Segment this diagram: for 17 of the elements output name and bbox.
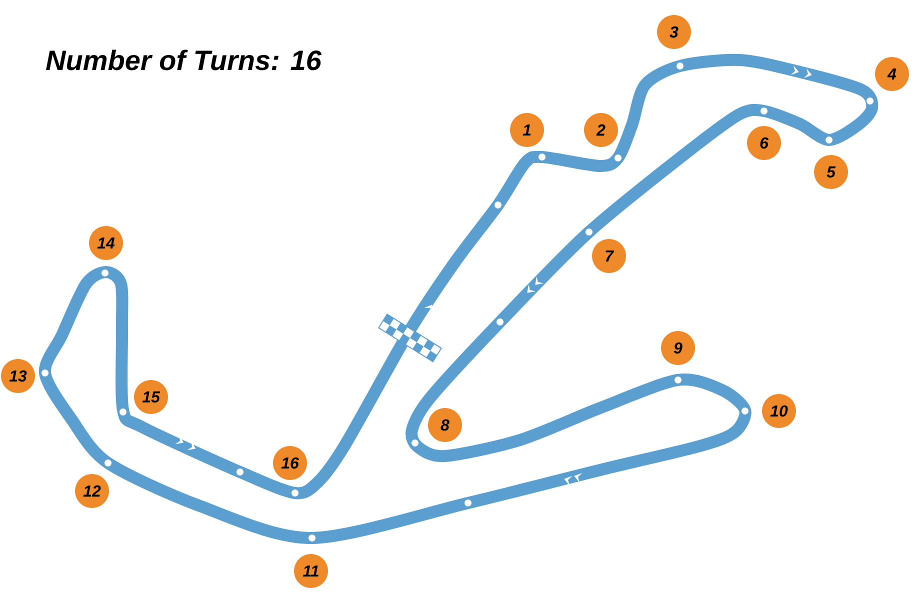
callout-number: 15 xyxy=(134,380,168,414)
callout-number: 2 xyxy=(584,113,618,147)
title: Number of Turns: 16 xyxy=(46,50,322,70)
callout-number: 8 xyxy=(428,408,462,442)
callout-number: 7 xyxy=(592,239,626,273)
callout-number: 3 xyxy=(657,15,691,49)
callout-number: 6 xyxy=(747,126,781,160)
callout-number: 10 xyxy=(762,394,796,428)
callout-number: 16 xyxy=(273,446,307,480)
callout-number: 4 xyxy=(875,57,909,91)
callout-number: 12 xyxy=(75,474,109,508)
callout-number: 11 xyxy=(294,554,328,588)
callout-number: 5 xyxy=(814,155,848,189)
callout-number: 1 xyxy=(510,113,544,147)
callout-number: 9 xyxy=(661,331,695,365)
callout-number: 14 xyxy=(89,226,123,260)
callout-number: 13 xyxy=(1,359,35,393)
